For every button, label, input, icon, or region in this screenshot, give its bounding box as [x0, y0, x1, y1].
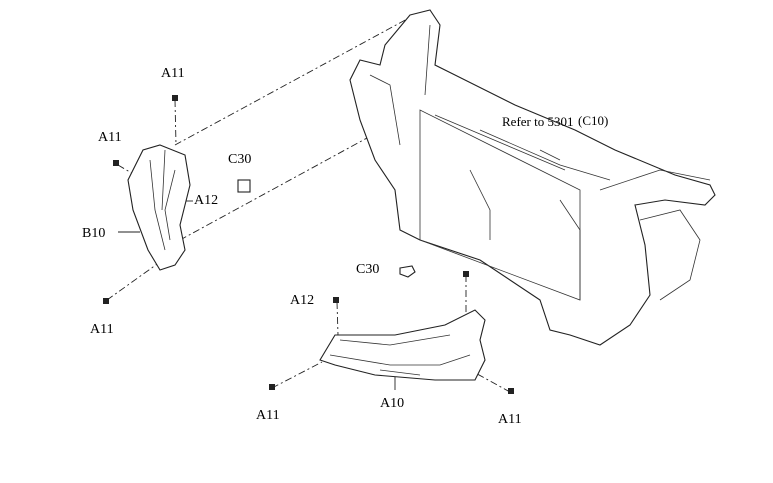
- label-a12-left: A12: [194, 193, 219, 208]
- label-a10: A10: [380, 396, 405, 411]
- label-a11-bottom-right: A11: [498, 412, 522, 427]
- leader-lines: [106, 11, 550, 393]
- label-b10: B10: [82, 226, 106, 241]
- refer-note: Refer to 5301: [502, 114, 574, 129]
- refer-code: (C10): [578, 113, 609, 128]
- front-lamp-a10: [319, 309, 486, 381]
- label-a11-top: A11: [161, 66, 185, 81]
- radiator-support: [349, 9, 716, 346]
- label-c30-left: C30: [228, 152, 252, 167]
- label-a12-bottom: A12: [290, 293, 315, 308]
- label-c30-center: C30: [356, 262, 380, 277]
- label-a11-left-bottom: A11: [90, 322, 114, 337]
- label-a11-bottom-left: A11: [256, 408, 280, 423]
- label-a11-left: A11: [98, 130, 122, 145]
- side-lamp-b10: [127, 144, 191, 271]
- clips-c30: [237, 179, 416, 278]
